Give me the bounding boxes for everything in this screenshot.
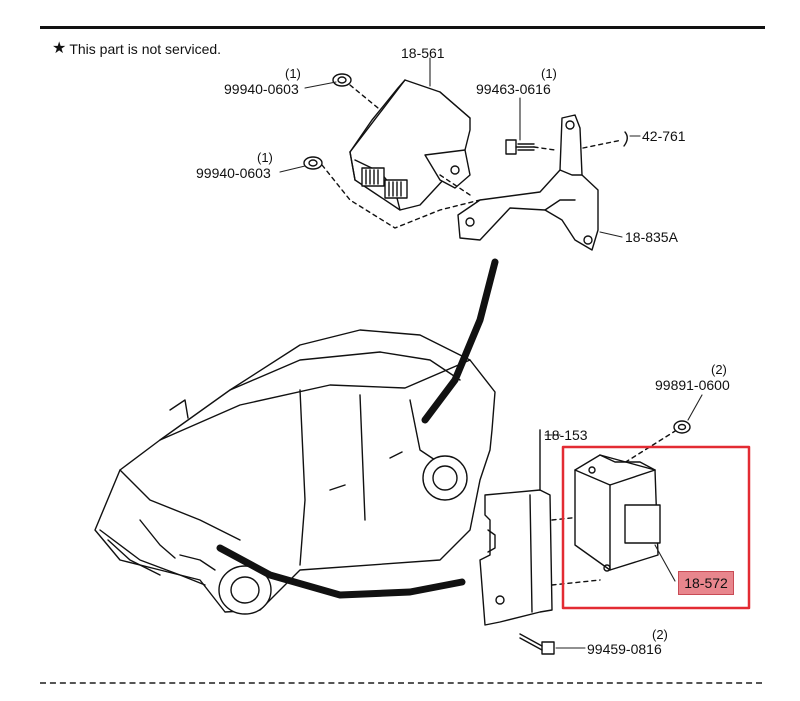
qty-99463: (1) [541, 66, 557, 81]
bolt-99459 [519, 633, 555, 655]
label-42-761: 42-761 [642, 128, 686, 144]
qty-99891: (2) [711, 362, 727, 377]
nut-lower [303, 156, 323, 170]
label-99459: 99459-0816 [587, 641, 662, 657]
highlight-box [561, 445, 751, 610]
bottom-dashed-rule [40, 682, 762, 684]
top-rule [40, 26, 765, 29]
label-99940-lower: 99940-0603 [196, 165, 271, 181]
leader-arrow-bottom [216, 544, 466, 599]
bolt-99463 [505, 139, 535, 155]
leader-arrow-top [421, 258, 499, 424]
label-99463: 99463-0616 [476, 81, 551, 97]
label-99940-upper: 99940-0603 [224, 81, 299, 97]
label-18-153: 18-153 [544, 427, 588, 443]
nut-99891 [673, 420, 691, 434]
qty-99459: (2) [652, 627, 668, 642]
clip-42-761 [623, 131, 628, 147]
note-text: This part is not serviced. [69, 41, 222, 57]
bracket-18-835a [457, 114, 599, 251]
nut-upper [332, 73, 352, 87]
bracket-18-153 [479, 429, 553, 626]
car-illustration [94, 329, 496, 615]
module-18-561 [349, 79, 471, 211]
label-18-561: 18-561 [401, 45, 445, 61]
label-18-572: 18-572 [678, 571, 734, 595]
bottom-leaders [544, 394, 703, 649]
not-serviced-note: ★ This part is not serviced. [52, 40, 222, 58]
label-18-835a: 18-835A [625, 229, 678, 245]
qty-99940-upper: (1) [285, 66, 301, 81]
qty-99940-lower: (1) [257, 150, 273, 165]
module-18-572 [574, 454, 661, 572]
top-dashed-guides [321, 84, 481, 229]
star-icon: ★ [52, 40, 67, 57]
label-99891: 99891-0600 [655, 377, 730, 393]
top-leaders [279, 57, 641, 238]
bracket-dashed-guides [533, 139, 623, 151]
